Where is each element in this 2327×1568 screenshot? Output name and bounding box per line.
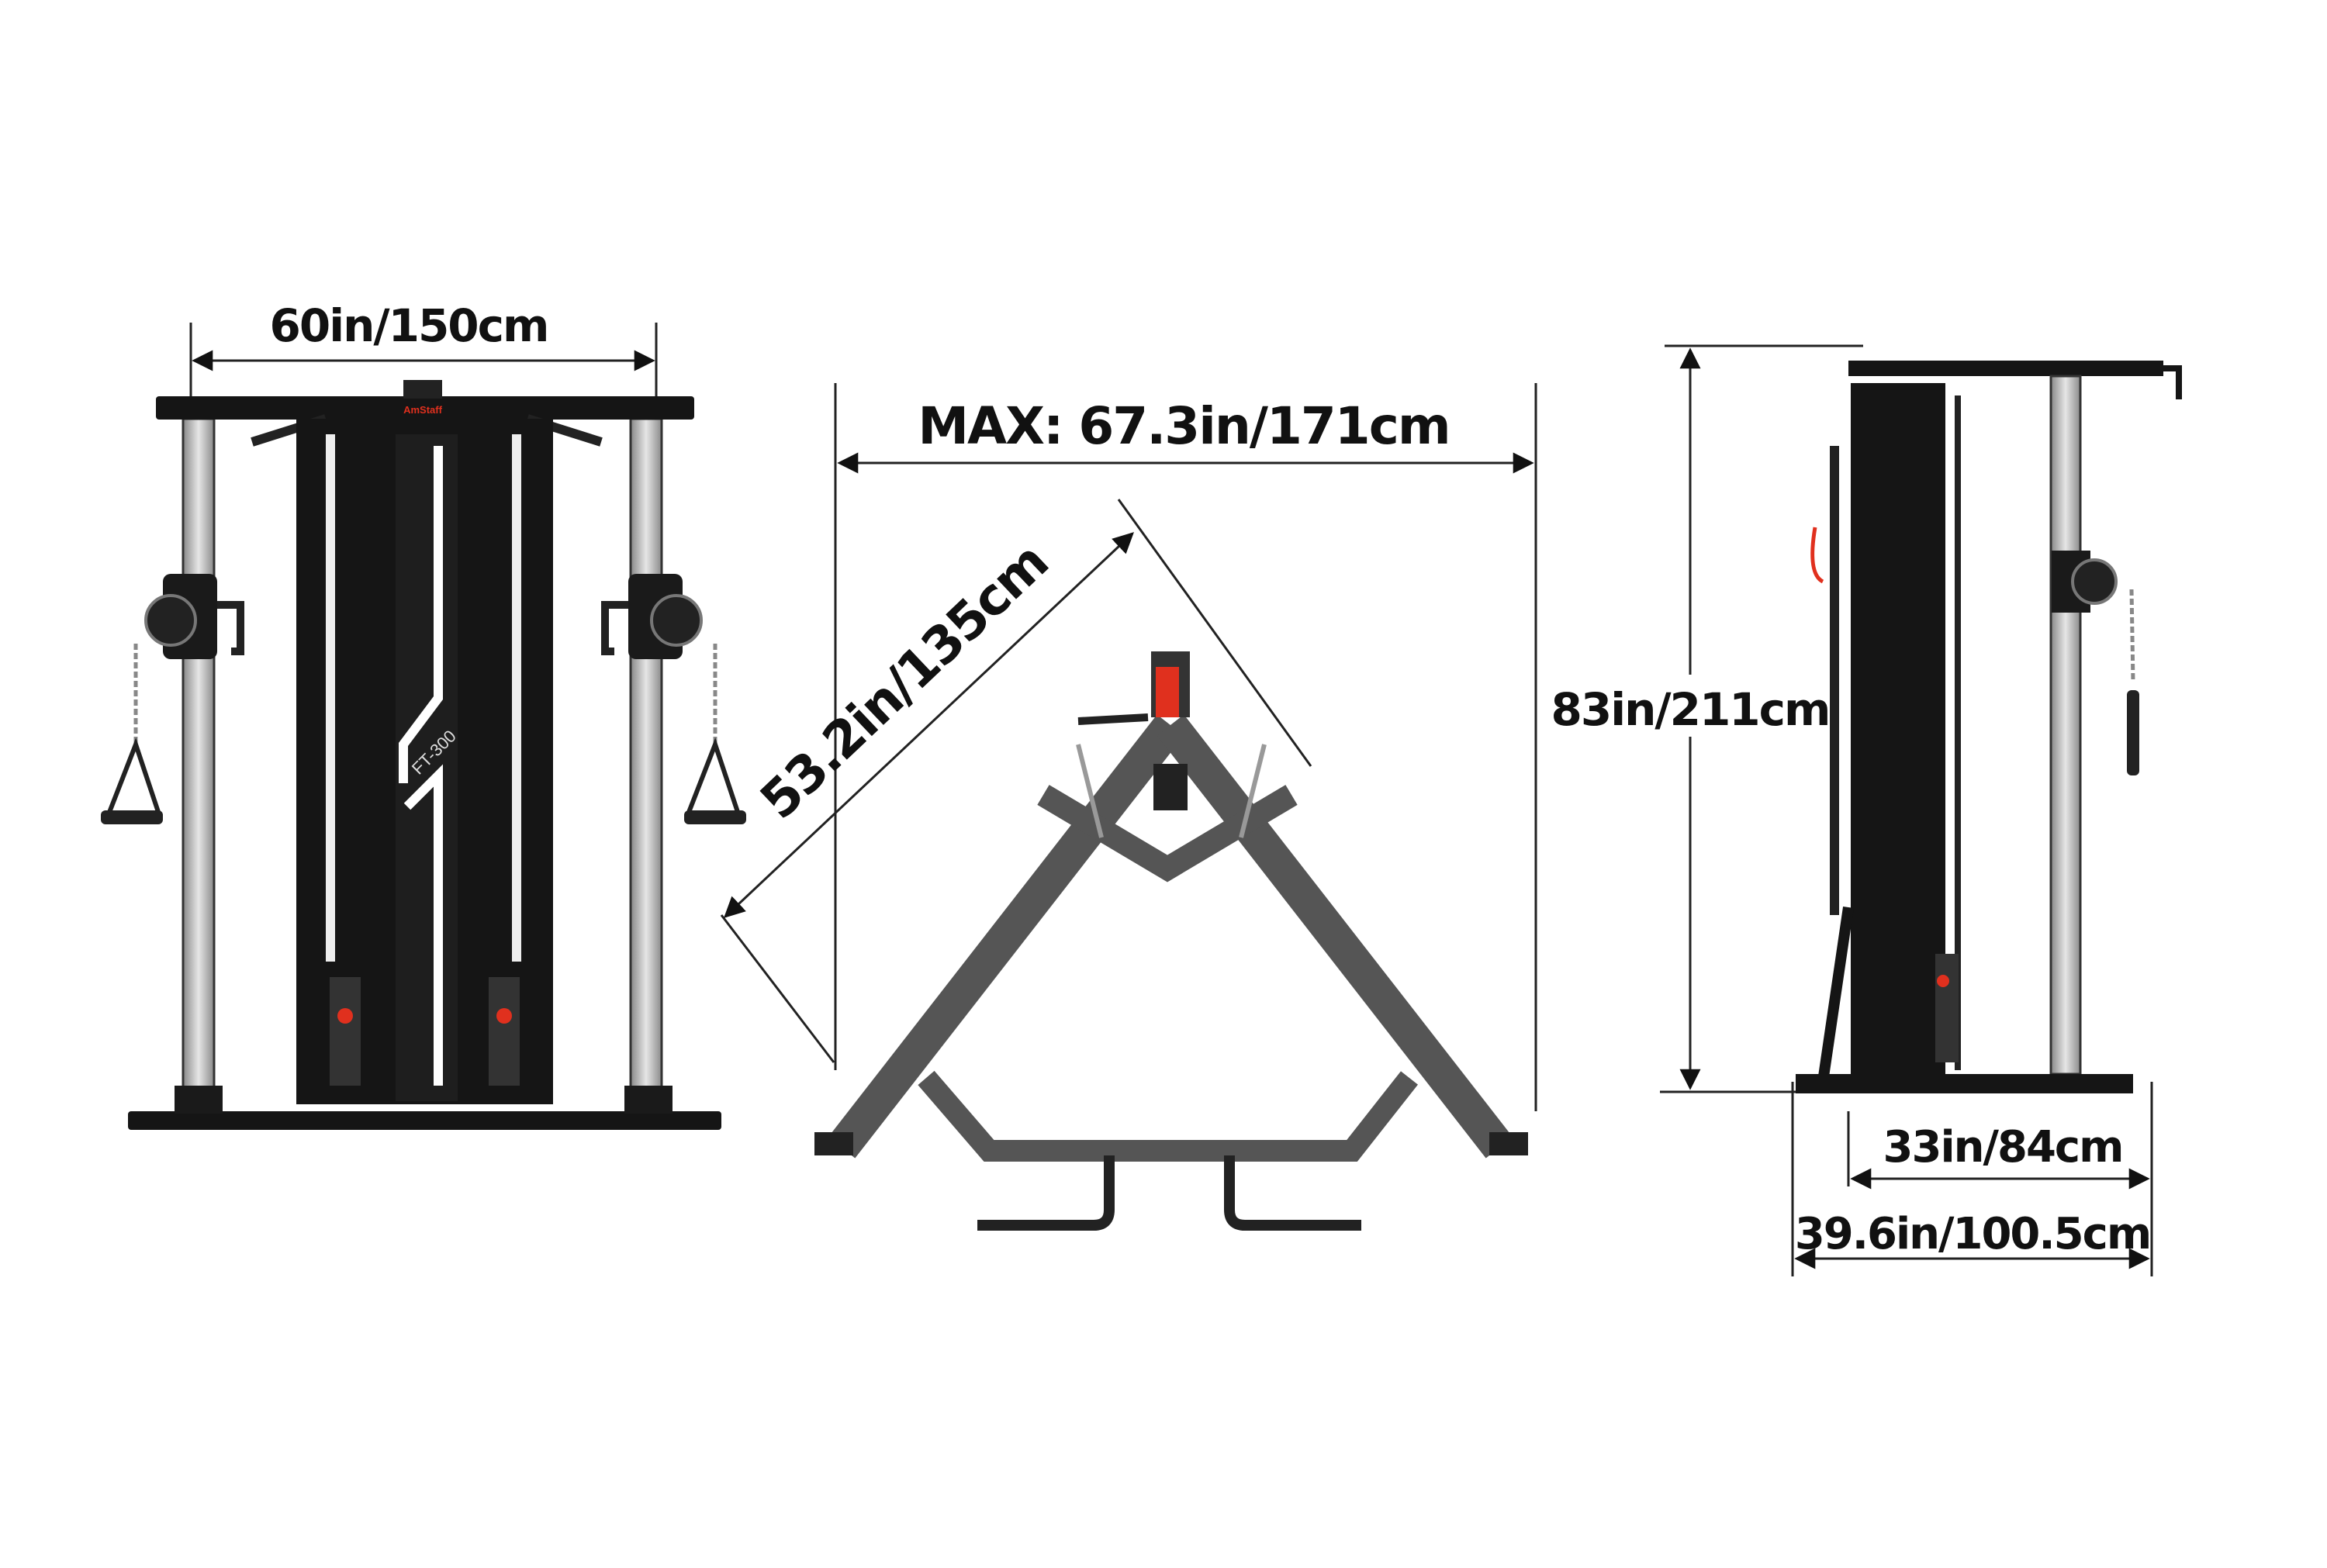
left-post: [182, 417, 216, 1090]
right-arm: [1157, 714, 1513, 1159]
folded-view: MAX: 67.3in/171cm 53.2in/135cm: [720, 383, 1537, 1231]
left-arm: [828, 714, 1184, 1159]
folded-machine: [814, 651, 1528, 1231]
left-weight-stack: [330, 977, 361, 1086]
width-dimension-line: [189, 323, 658, 403]
front-machine: AmStaff FT-300: [101, 380, 746, 1130]
depth-dimension-lines: [1791, 1082, 2153, 1276]
side-post: [2049, 375, 2082, 1076]
base-frame: [128, 1111, 721, 1130]
left-foot-handle: [977, 1155, 1115, 1231]
height-label: 83in/211cm: [1551, 683, 1830, 736]
brand-logo: AmStaff: [403, 404, 443, 416]
width-label: 60in/150cm: [270, 299, 548, 352]
right-weight-stack: [489, 977, 520, 1086]
right-post: [629, 417, 663, 1090]
side-machine: [1796, 361, 2182, 1093]
right-foot-handle: [1224, 1155, 1361, 1231]
max-width-label: MAX: 67.3in/171cm: [918, 396, 1449, 456]
right-pulley-handle: [601, 574, 746, 824]
diagonal-label: 53.2in/135cm: [749, 532, 1060, 831]
top-crossbar: [156, 396, 694, 420]
front-view: 60in/150cm AmStaff FT-300: [101, 299, 746, 1130]
max-depth-label: 39.6in/100.5cm: [1795, 1209, 2150, 1259]
side-tower: [1851, 383, 1945, 1074]
side-base: [1796, 1074, 2133, 1093]
side-top-bar: [1848, 361, 2163, 376]
side-view: 83in/211cm 33in/84cm 39.6in/100.5cm: [1551, 344, 2182, 1276]
hex-crossbar: [918, 1070, 1419, 1162]
left-pulley-handle: [101, 574, 244, 824]
diagonal-dimension-line: [720, 499, 1312, 1063]
depth-label: 33in/84cm: [1883, 1122, 2123, 1173]
